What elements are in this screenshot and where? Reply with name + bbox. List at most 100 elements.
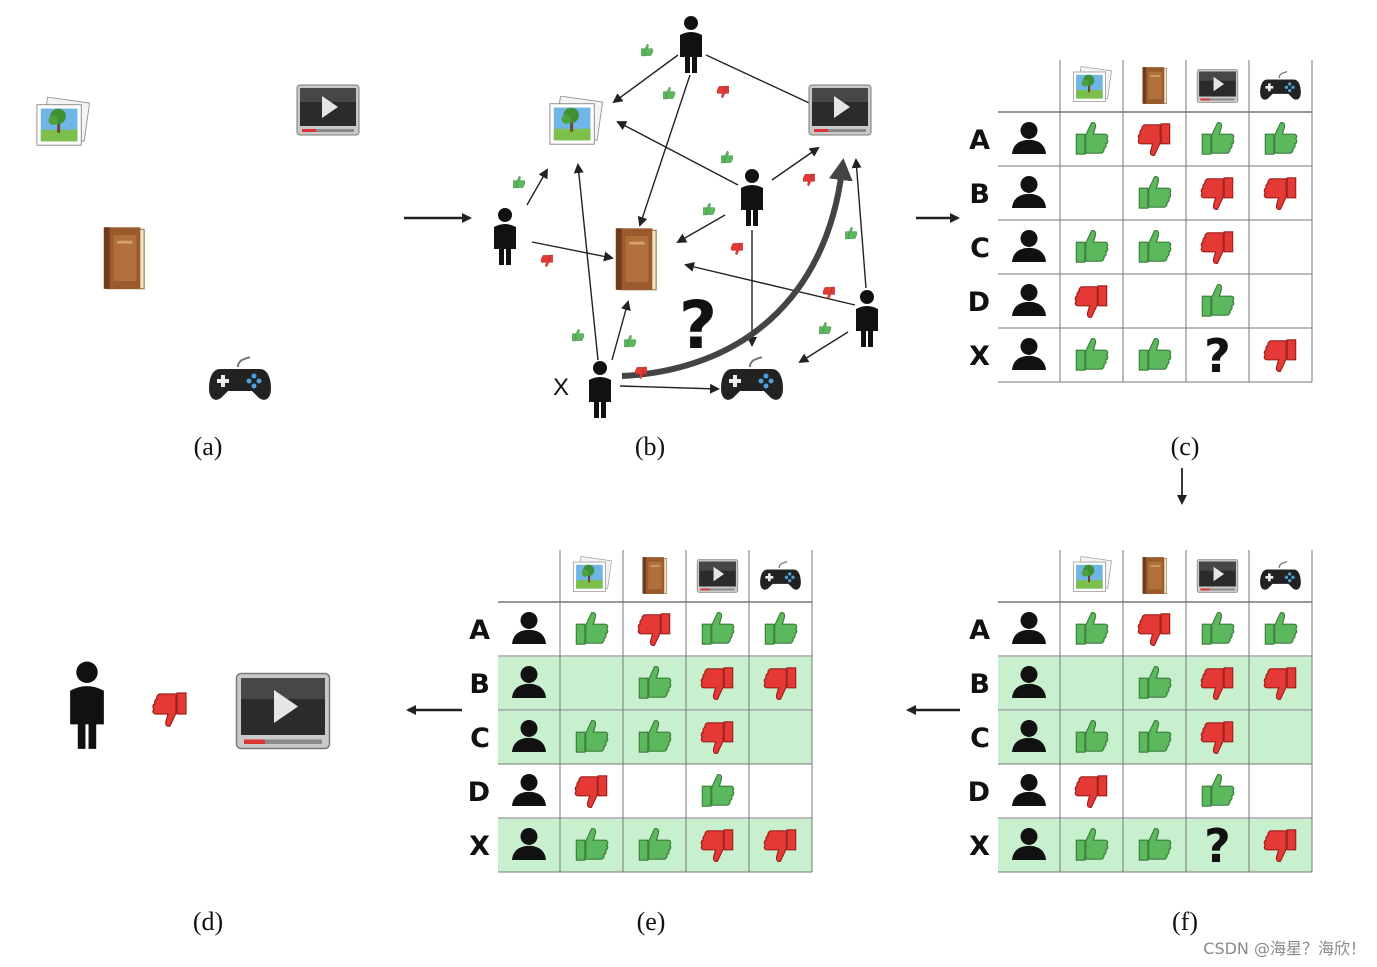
watermark-text: CSDN @海星？海欣！ [1203,939,1366,958]
gamepad-icon [720,355,784,401]
thumbs-up-icon [663,87,676,100]
user-bust-icon [512,611,546,645]
user-label: X [969,831,990,862]
user-label: A [969,615,990,646]
gamepad-icon [208,355,272,401]
thumbs-up-icon [624,335,637,348]
question-mark: ? [679,287,717,364]
thumbs-up-icon [1201,283,1235,317]
thumbs-down-icon [1263,177,1297,211]
thumbs-down-icon [1200,231,1234,265]
thumbs-up-icon [1138,229,1172,263]
thumbs-up-icon [1264,121,1298,155]
unknown-rating-mark: ? [1204,819,1231,873]
user-icon [856,290,878,347]
thumbs-up-icon [1201,611,1235,645]
caption-c: (c) [1171,432,1200,461]
thumbs-down-icon [1200,177,1234,211]
thumbs-up-icon [575,611,609,645]
thumbs-down-icon [1137,123,1171,157]
user-label: A [469,615,490,646]
video-icon [808,84,872,136]
thumbs-up-icon [1075,337,1109,371]
thumbs-down-icon [1137,613,1171,647]
thumbs-down-icon [637,613,671,647]
target-user-icon [70,661,104,749]
caption-b: (b) [635,432,665,461]
thumbs-down-icon [1074,285,1108,319]
caption-d: (d) [193,907,223,936]
caption-a: (a) [194,432,223,461]
thumbs-down-icon [1074,775,1108,809]
thumbs-down-icon [802,173,815,186]
book-icon [1142,66,1167,105]
gamepad-icon [1259,70,1302,101]
user-label: B [969,669,990,700]
user-bust-icon [1012,337,1046,371]
thumbs-down-icon [1263,339,1297,373]
user-bust-icon [1012,121,1046,155]
thumbs-up-icon [701,611,735,645]
thumbs-up-icon [1138,337,1172,371]
user-icon [494,208,516,265]
panel-b: X ? (b) [494,16,878,461]
thumbs-up-icon [1075,121,1109,155]
user-label: D [468,777,490,808]
user-label: B [469,669,490,700]
target-user-icon [589,361,611,418]
panel-d: (d) [70,661,331,936]
thumbs-down-icon [730,242,743,255]
book-icon [642,556,667,595]
user-bust-icon [1012,611,1046,645]
book-icon [1142,556,1167,595]
book-icon [615,227,657,291]
unknown-rating-mark: ? [1204,329,1231,383]
video-icon [1196,559,1239,593]
thumbs-down-icon [152,692,187,727]
user-label: D [968,777,990,808]
photo-icon [1072,66,1112,102]
thumbs-up-icon [845,227,858,240]
target-user-label: X [553,374,569,401]
panel-a: (a) [36,84,360,461]
prediction-arrow [621,158,853,379]
thumbs-down-icon [574,775,608,809]
thumbs-down-icon [716,85,729,98]
thumbs-up-icon [1075,611,1109,645]
thumbs-up-icon [641,44,654,57]
photo-icon [549,96,604,145]
thumbs-up-icon [701,773,735,807]
caption-e: (e) [637,907,666,936]
user-bust-icon [1012,229,1046,263]
video-icon [235,672,331,750]
user-label: X [469,831,490,862]
user-bust-icon [512,773,546,807]
rating-links [526,54,867,394]
thumbs-up-icon [819,322,832,335]
thumbs-up-icon [572,329,585,342]
user-icon [741,169,763,226]
thumbs-up-icon [1201,121,1235,155]
user-bust-icon [1012,773,1046,807]
user-label: A [969,125,990,156]
video-icon [1196,69,1239,103]
photo-icon [36,97,91,146]
user-label: D [968,287,990,318]
user-icon [680,16,702,73]
thumbs-up-icon [513,176,526,189]
photo-icon [572,556,612,592]
gamepad-icon [759,560,802,591]
video-icon [696,559,739,593]
user-label: X [969,341,990,372]
thumbs-up-icon [721,151,734,164]
thumbs-up-icon [1075,229,1109,263]
user-bust-icon [1012,175,1046,209]
video-icon [296,84,360,136]
thumbs-up-icon [1138,175,1172,209]
caption-f: (f) [1172,907,1198,936]
thumbs-up-icon [1264,611,1298,645]
user-bust-icon [1012,283,1046,317]
user-label: C [970,233,990,264]
